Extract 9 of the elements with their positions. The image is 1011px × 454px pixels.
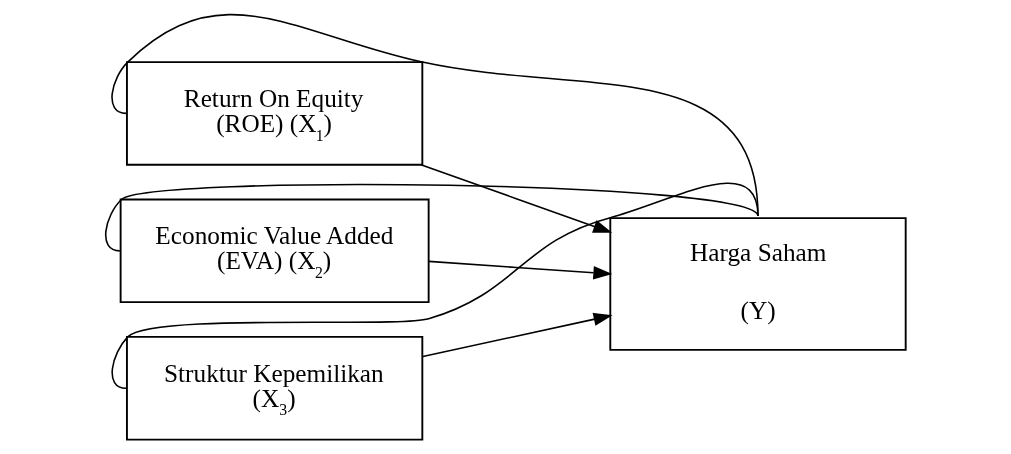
connector (104, 183, 759, 252)
arrow (428, 260, 613, 280)
connector (111, 182, 759, 390)
node-box: Return On Equity (ROE) (X$_{1}$) (126, 61, 424, 166)
node-box: Struktur Kepemilikan (X$_{3}$) (126, 335, 424, 441)
arrow (420, 164, 613, 233)
arrow (422, 312, 613, 358)
node-box: Economic Value Added (EVA) (X$_{2}$) (119, 198, 430, 304)
node-box: Harga Saham (Y) (609, 217, 907, 351)
